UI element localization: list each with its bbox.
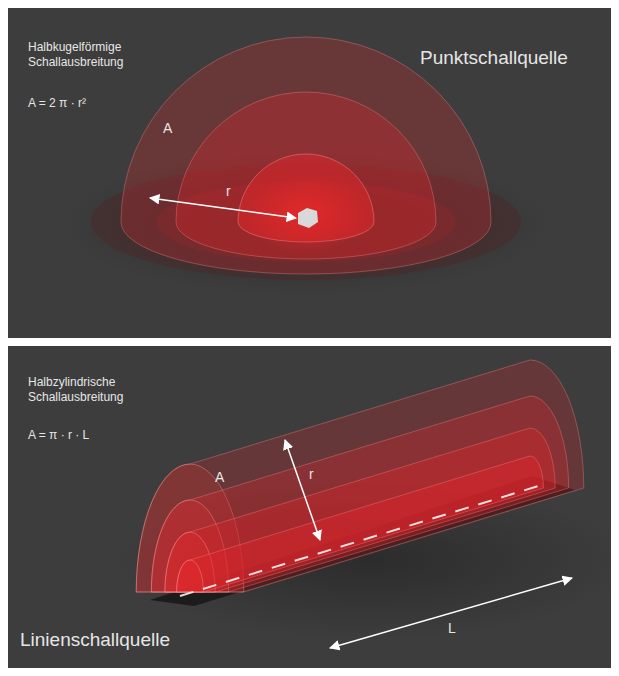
road-marking — [180, 484, 545, 596]
sound-half-cylinder — [165, 428, 555, 592]
radius-label: r — [309, 466, 314, 484]
cylinder-face — [177, 560, 204, 592]
area-label: A — [163, 120, 172, 138]
radius-label: r — [226, 183, 231, 201]
title-label: Punktschallquelle — [420, 46, 568, 70]
length-arrow — [330, 578, 572, 648]
point-source — [298, 208, 318, 228]
sound-half-cylinder — [177, 456, 544, 592]
heading-label: Halbkugelförmige Schallausbreitung — [28, 40, 123, 70]
heading-label: Halbzylindrische Schallausbreitung — [28, 375, 123, 405]
area-label: A — [215, 469, 224, 487]
formula-label: A = 2 π · r² — [28, 96, 86, 111]
half-cylinder-figure — [110, 360, 611, 648]
title-label: Linienschallquelle — [20, 628, 170, 652]
hemisphere-figure — [56, 37, 556, 296]
length-label: L — [448, 620, 456, 638]
radius-arrow — [150, 198, 296, 218]
radius-arrow — [285, 440, 320, 540]
panel-background — [8, 8, 611, 338]
sound-half-cylinder — [136, 360, 584, 592]
sound-half-cylinder — [151, 396, 568, 592]
formula-label: A = π · r · L — [28, 428, 89, 443]
